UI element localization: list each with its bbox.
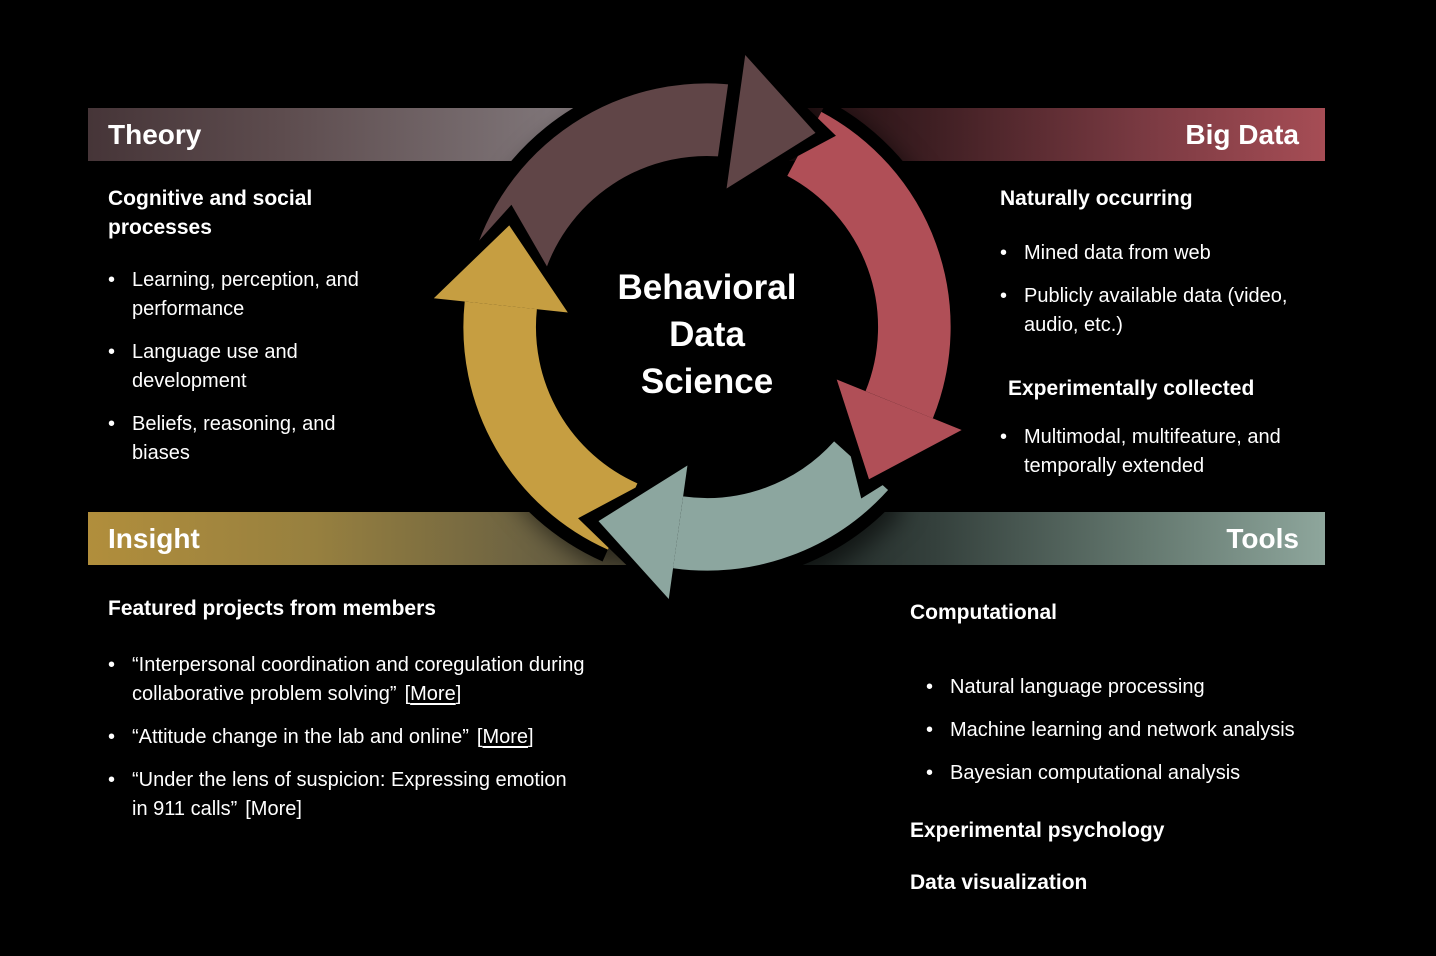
big-data-group-experimentally-collected: Experimentally collected • Multimodal, m… [1000, 374, 1300, 481]
big-data-group-naturally-occurring: Naturally occurring • Mined data from we… [1000, 184, 1300, 340]
theory-bullet: Language use and development [132, 341, 298, 392]
big-data-bullet: Multimodal, multifeature, and temporally… [1024, 426, 1281, 477]
bullet-dot: • [1000, 426, 1008, 448]
big-data-subheading: Naturally occurring [1000, 187, 1193, 210]
bullet-dot: • [926, 719, 934, 741]
list-item: • “Attitude change in the lab and online… [108, 723, 586, 752]
bullet-dot: • [926, 676, 934, 698]
center-title-line: Data [669, 315, 745, 354]
tools-bullet: Machine learning and network analysis [950, 719, 1295, 741]
insight-project: “Attitude change in the lab and online” [… [132, 723, 586, 752]
insight-header-bar: Insight [88, 512, 732, 565]
bullet-dot: • [108, 269, 116, 291]
theory-bullet: Beliefs, reasoning, and biases [132, 413, 336, 464]
bullet-dot: • [108, 769, 116, 791]
more-link[interactable]: [More] [245, 798, 302, 820]
insight-project: “Under the lens of suspicion: Expressing… [132, 766, 586, 824]
big-data-label: Big Data [1185, 118, 1299, 150]
project-title: “Under the lens of suspicion: Expressing… [132, 769, 567, 820]
bullet-dot: • [926, 762, 934, 784]
theory-bullet: Learning, perception, and performance [132, 269, 359, 320]
insight-section: Featured projects from members • “Interp… [108, 594, 586, 838]
center-title-line: Science [640, 362, 774, 401]
tools-bullet-list: • Natural language processing • Machine … [926, 673, 1390, 788]
tools-bullet: Bayesian computational analysis [950, 762, 1241, 784]
more-link[interactable]: [More] [476, 726, 534, 748]
bullet-dot: • [108, 726, 116, 748]
tools-label: Tools [1226, 522, 1299, 554]
tools-bullet: Natural language processing [950, 676, 1205, 698]
tools-subheading-experimental-psychology: Experimental psychology [910, 819, 1165, 842]
insight-cycle-arrow-icon [416, 204, 644, 562]
bullet-dot: • [108, 654, 116, 676]
list-item: • Multimodal, multifeature, and temporal… [1000, 423, 1300, 481]
big-data-subheading: Experimentally collected [1008, 377, 1255, 400]
theory-header-bar: Theory [88, 108, 732, 161]
big-data-header-bar: Big Data [724, 108, 1325, 161]
list-item: • “Interpersonal coordination and coregu… [108, 651, 586, 709]
tools-heading: Computational [910, 601, 1057, 624]
list-item: • Bayesian computational analysis [926, 759, 1390, 788]
list-item: • “Under the lens of suspicion: Expressi… [108, 766, 586, 824]
center-title-line: Behavioral [617, 268, 797, 307]
theory-heading: Cognitive and social processes [108, 187, 313, 239]
list-item: • Language use and development [108, 338, 394, 396]
bullet-dot: • [1000, 242, 1008, 264]
bullet-dot: • [108, 413, 116, 435]
theory-label: Theory [108, 118, 202, 150]
more-link[interactable]: [More] [404, 683, 462, 705]
big-data-bullet: Publicly available data (video, audio, e… [1024, 285, 1288, 336]
list-item: • Mined data from web [1000, 239, 1300, 268]
tools-header-bar: Tools [724, 512, 1325, 565]
bullet-dot: • [108, 341, 116, 363]
project-title: “Interpersonal coordination and coregula… [132, 654, 585, 705]
list-item: • Learning, perception, and performance [108, 266, 394, 324]
insight-project: “Interpersonal coordination and coregula… [132, 651, 586, 709]
list-item: • Beliefs, reasoning, and biases [108, 410, 394, 468]
list-item: • Natural language processing [926, 673, 1390, 702]
tools-subheading-data-visualization: Data visualization [910, 871, 1088, 894]
big-data-section: Naturally occurring • Mined data from we… [1000, 184, 1300, 495]
big-data-bullet: Mined data from web [1024, 242, 1211, 264]
tools-section: Computational • Natural language process… [910, 598, 1390, 897]
big-data-cycle-arrow-icon [780, 100, 981, 499]
list-item: • Publicly available data (video, audio,… [1000, 282, 1300, 340]
bullet-dot: • [1000, 285, 1008, 307]
insight-label: Insight [108, 522, 200, 554]
project-title: “Attitude change in the lab and online” [132, 726, 469, 748]
list-item: • Machine learning and network analysis [926, 716, 1390, 745]
center-title: Behavioral Data Science [618, 264, 797, 405]
theory-section: Cognitive and social processes • Learnin… [108, 184, 394, 482]
insight-heading: Featured projects from members [108, 597, 436, 620]
